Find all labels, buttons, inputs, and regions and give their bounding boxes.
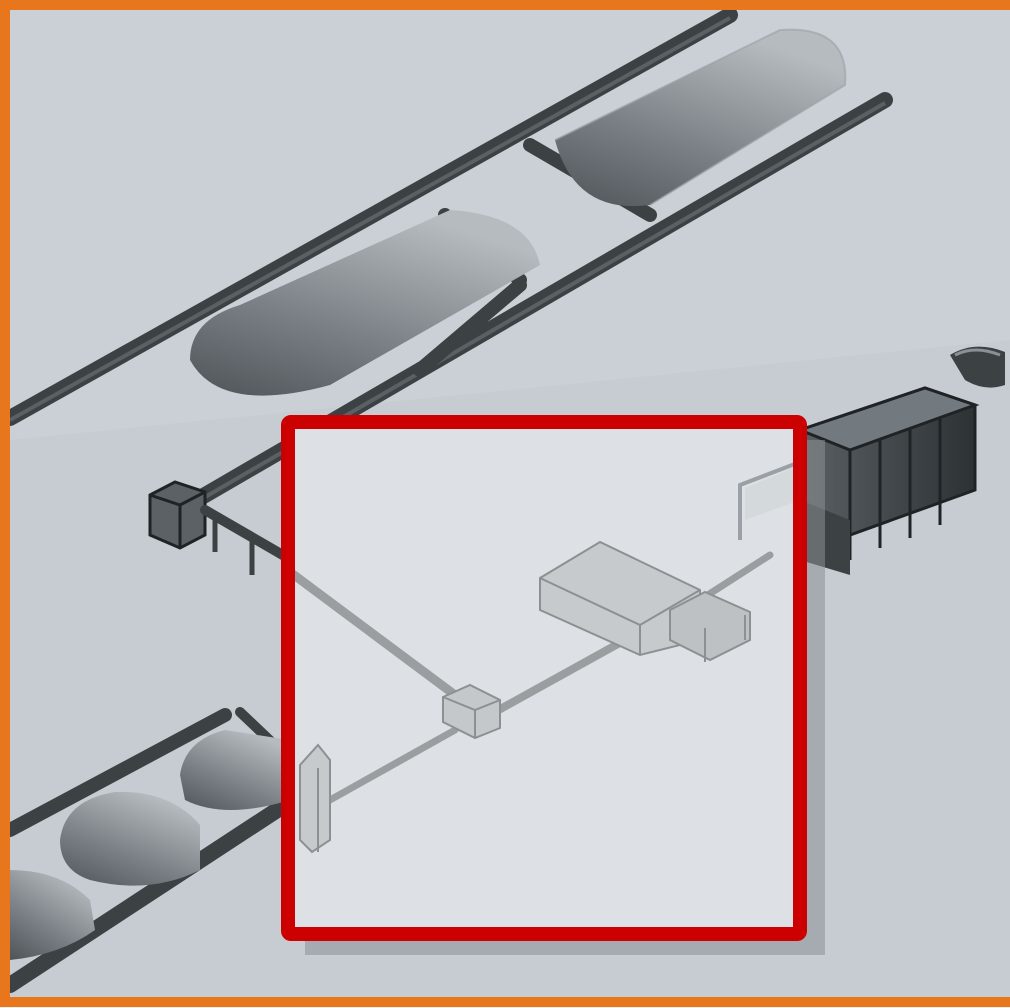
- tank-icon: [60, 791, 200, 886]
- highlight-box-fill: [288, 422, 800, 934]
- highlight-box: [281, 415, 807, 941]
- equipment-icon: [950, 346, 1005, 388]
- tank-icon: [190, 210, 540, 396]
- junction-box-icon: [442, 683, 501, 740]
- building-icon: [299, 743, 331, 854]
- canopy-icon: [738, 460, 801, 540]
- tank-icon: [10, 870, 95, 960]
- faded-pipe-network: [285, 551, 774, 804]
- tank-icon: [554, 28, 847, 207]
- tank-icon: [180, 730, 290, 810]
- building-icon: [539, 540, 751, 662]
